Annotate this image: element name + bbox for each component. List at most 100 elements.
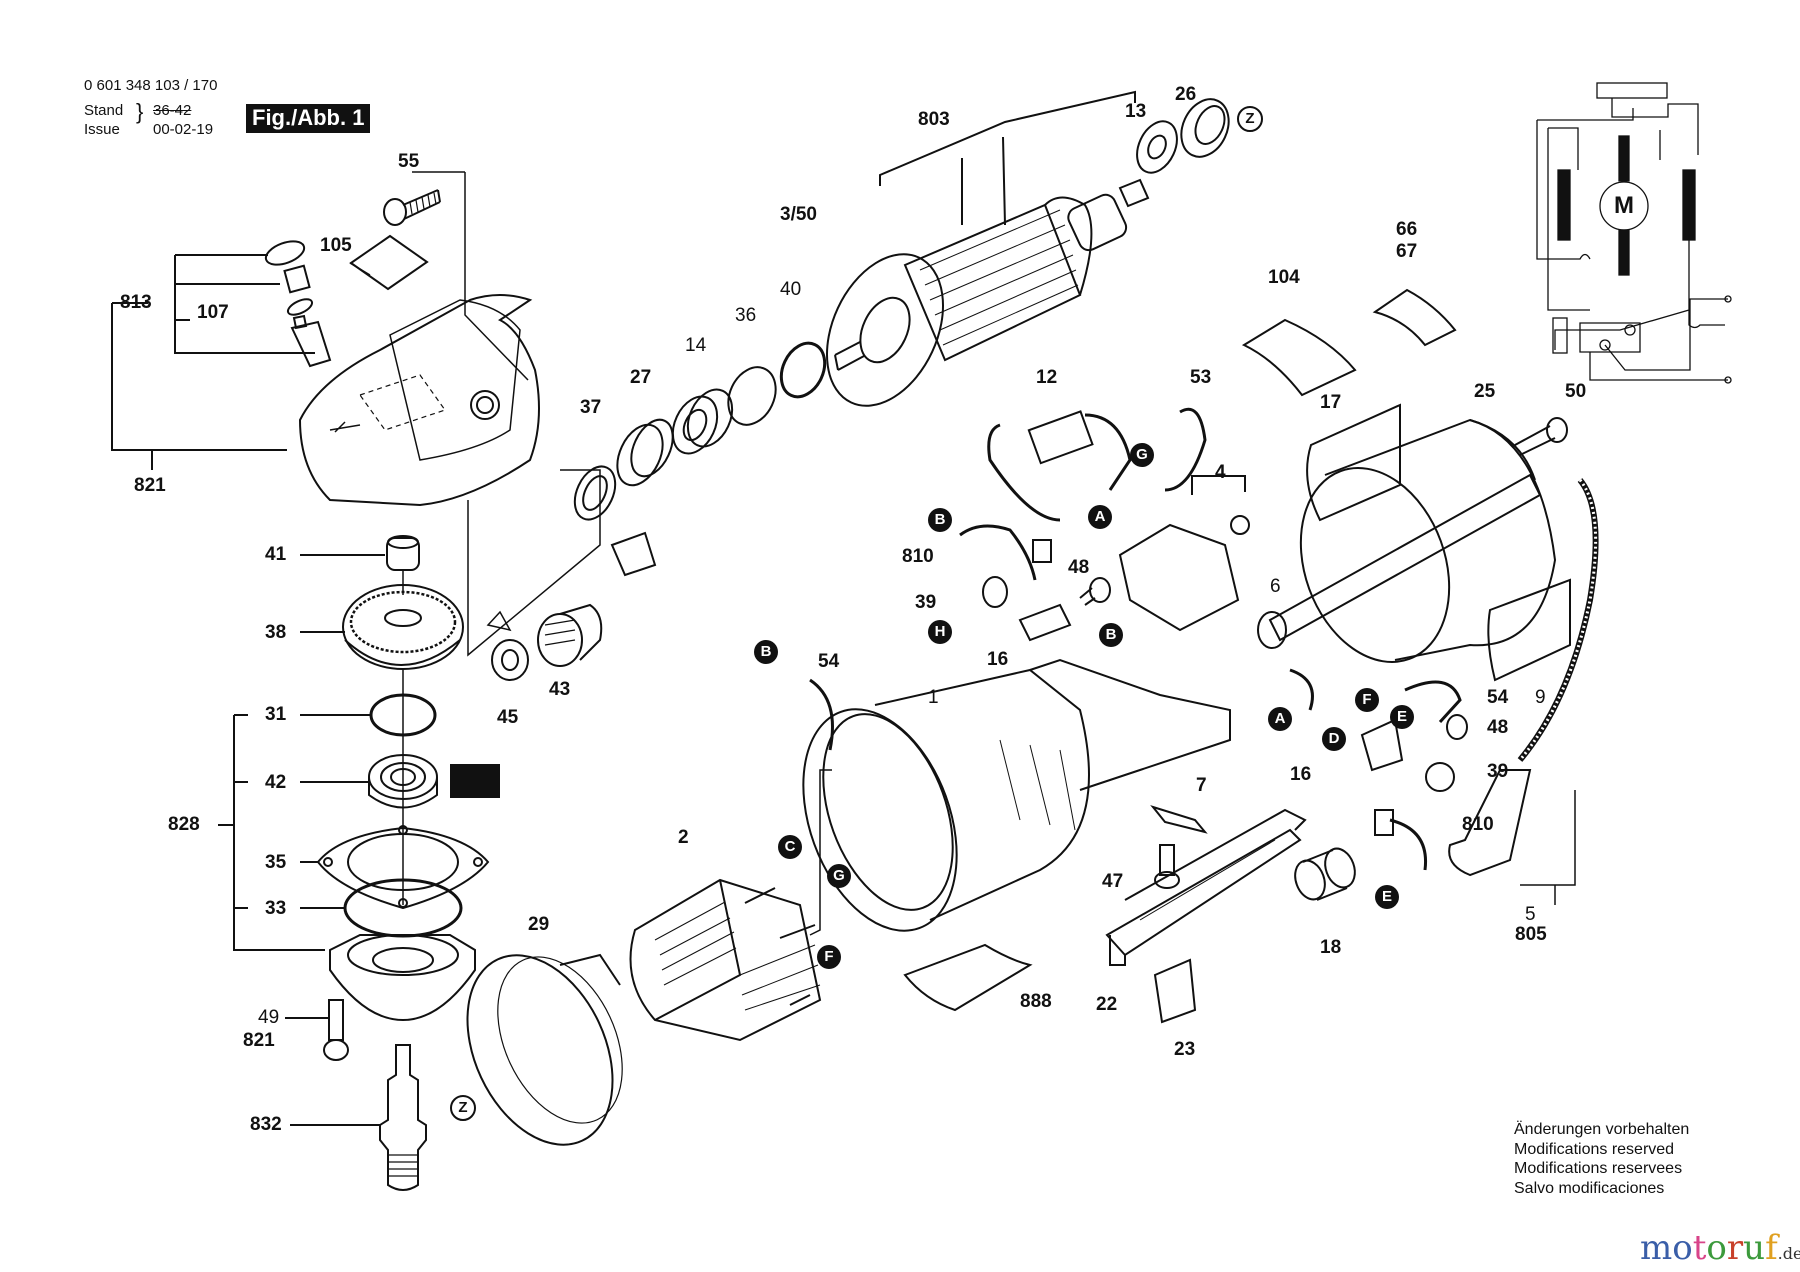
motor-housing-1-drawing bbox=[802, 658, 1231, 932]
part-label-22: 22 bbox=[1096, 994, 1118, 1015]
part-label-1: 1 bbox=[928, 687, 939, 708]
part-label-12: 12 bbox=[1036, 367, 1058, 388]
bearing-symbol bbox=[450, 764, 500, 798]
stand-value: 36-42 bbox=[153, 102, 192, 119]
part-label-16: 16 bbox=[987, 649, 1009, 670]
part-label-33: 33 bbox=[265, 898, 287, 919]
disclaimer: Änderungen vorbehalten Modifications res… bbox=[1514, 1120, 1689, 1198]
connector-marker-h: H bbox=[928, 620, 952, 644]
part-label-55: 55 bbox=[398, 151, 420, 172]
connector-marker-f: F bbox=[817, 945, 841, 969]
disclaimer-line: Modifications reserved bbox=[1514, 1140, 1675, 1158]
logo-letter: u bbox=[1743, 1228, 1766, 1268]
bracket-828 bbox=[218, 714, 325, 951]
part-label-4: 4 bbox=[1215, 462, 1226, 483]
bevel-gear-38-drawing bbox=[342, 584, 464, 670]
label-104-drawing bbox=[1241, 318, 1357, 397]
label-66-67-drawing bbox=[1372, 288, 1457, 347]
part-label-821b: 821 bbox=[243, 1030, 275, 1051]
part-label-832: 832 bbox=[250, 1114, 282, 1135]
part-label-5: 5 bbox=[1525, 904, 1536, 925]
part-label-813: 813 bbox=[120, 292, 152, 313]
label-9-drawing bbox=[1487, 578, 1571, 682]
part-label-107: 107 bbox=[197, 302, 229, 323]
connector-marker-e: E bbox=[1375, 885, 1399, 909]
part-label-2: 2 bbox=[678, 827, 689, 848]
part-label-25: 25 bbox=[1474, 381, 1496, 402]
bushing-41-drawing bbox=[386, 535, 420, 571]
disclaimer-line: Modifications reservees bbox=[1514, 1160, 1683, 1177]
part-label-49: 49 bbox=[258, 1007, 280, 1028]
screw-47-drawing bbox=[1154, 844, 1180, 889]
sleeve-27-drawing bbox=[616, 418, 674, 487]
part-number: 0 601 348 103 / 170 bbox=[84, 77, 218, 94]
part-label-27: 27 bbox=[630, 367, 652, 388]
screw-50-drawing bbox=[1514, 417, 1568, 456]
brush-holder-4-drawing bbox=[1118, 523, 1240, 632]
logo-tld: .de bbox=[1777, 1244, 1800, 1263]
part-label-104: 104 bbox=[1268, 267, 1300, 288]
circlip-40-drawing bbox=[779, 341, 827, 399]
part-label-14: 14 bbox=[685, 335, 707, 356]
part-label-23: 23 bbox=[1174, 1039, 1196, 1060]
part-label-31: 31 bbox=[265, 704, 287, 725]
part-label-17: 17 bbox=[1320, 392, 1342, 413]
part-label-48b: 48 bbox=[1487, 717, 1509, 738]
part-label-7: 7 bbox=[1196, 775, 1207, 796]
connector-marker-a: A bbox=[1268, 707, 1292, 731]
brush-810b-drawing bbox=[1374, 809, 1394, 836]
brush-cap-39-drawing bbox=[982, 576, 1008, 608]
bracket-821 bbox=[111, 303, 287, 451]
connector-marker-z: Z bbox=[1237, 106, 1263, 132]
part-label-42: 42 bbox=[265, 772, 287, 793]
screw-49-drawing bbox=[323, 999, 349, 1061]
part-label-3-50: 3/50 bbox=[780, 204, 817, 225]
logo-letter: o bbox=[1706, 1228, 1727, 1268]
brush-cap-39b-drawing bbox=[1425, 762, 1455, 792]
part-label-810: 810 bbox=[902, 546, 934, 567]
nut-45-drawing bbox=[486, 610, 529, 681]
brace-icon: } bbox=[136, 99, 144, 124]
part-label-39b: 39 bbox=[1487, 761, 1509, 782]
stator-2-drawing bbox=[629, 878, 822, 1042]
bracket-803 bbox=[879, 90, 1136, 186]
circuit-schematic bbox=[1536, 82, 1732, 384]
seal-37-drawing bbox=[573, 465, 617, 521]
part-label-43: 43 bbox=[549, 679, 571, 700]
connector-marker-d: D bbox=[1322, 727, 1346, 751]
part-label-40: 40 bbox=[780, 279, 802, 300]
brush-spring-16-drawing bbox=[1018, 603, 1072, 642]
disclaimer-line: Salvo modificaciones bbox=[1514, 1179, 1665, 1197]
connector-marker-g: G bbox=[1130, 443, 1154, 467]
part-label-888: 888 bbox=[1020, 991, 1052, 1012]
logo-letter: o bbox=[1672, 1228, 1693, 1268]
connector-marker-b: B bbox=[754, 640, 778, 664]
damper-26-drawing bbox=[1180, 98, 1230, 158]
stand-label: Stand bbox=[84, 102, 124, 119]
label-888-drawing bbox=[903, 943, 1033, 1012]
spring-18-drawing bbox=[1294, 847, 1356, 901]
logo-letter: r bbox=[1726, 1228, 1744, 1268]
part-label-26: 26 bbox=[1175, 84, 1197, 105]
connector-marker-b: B bbox=[1099, 623, 1123, 647]
washer-36-drawing bbox=[727, 366, 777, 426]
gear-case-29-drawing bbox=[466, 953, 623, 1146]
part-label-41: 41 bbox=[265, 544, 287, 565]
issue-date: 00-02-19 bbox=[153, 121, 214, 138]
part-label-54b: 54 bbox=[1487, 687, 1509, 708]
gear-housing-drawing bbox=[298, 294, 540, 507]
screw-55-drawing bbox=[383, 189, 441, 226]
connector-marker-g: G bbox=[827, 864, 851, 888]
part-label-16b: 16 bbox=[1290, 764, 1312, 785]
part-label-821: 821 bbox=[134, 475, 166, 496]
bearing-13-drawing bbox=[1136, 120, 1178, 174]
logo-letter: f bbox=[1765, 1228, 1778, 1268]
switch-rod-22-drawing bbox=[1105, 808, 1307, 966]
logo-letter: m bbox=[1640, 1228, 1673, 1268]
part-label-54: 54 bbox=[818, 651, 840, 672]
logo-letter: t bbox=[1692, 1228, 1707, 1268]
part-label-37: 37 bbox=[580, 397, 602, 418]
label-17-drawing bbox=[1306, 403, 1401, 522]
clamp-7-drawing bbox=[1150, 805, 1208, 834]
